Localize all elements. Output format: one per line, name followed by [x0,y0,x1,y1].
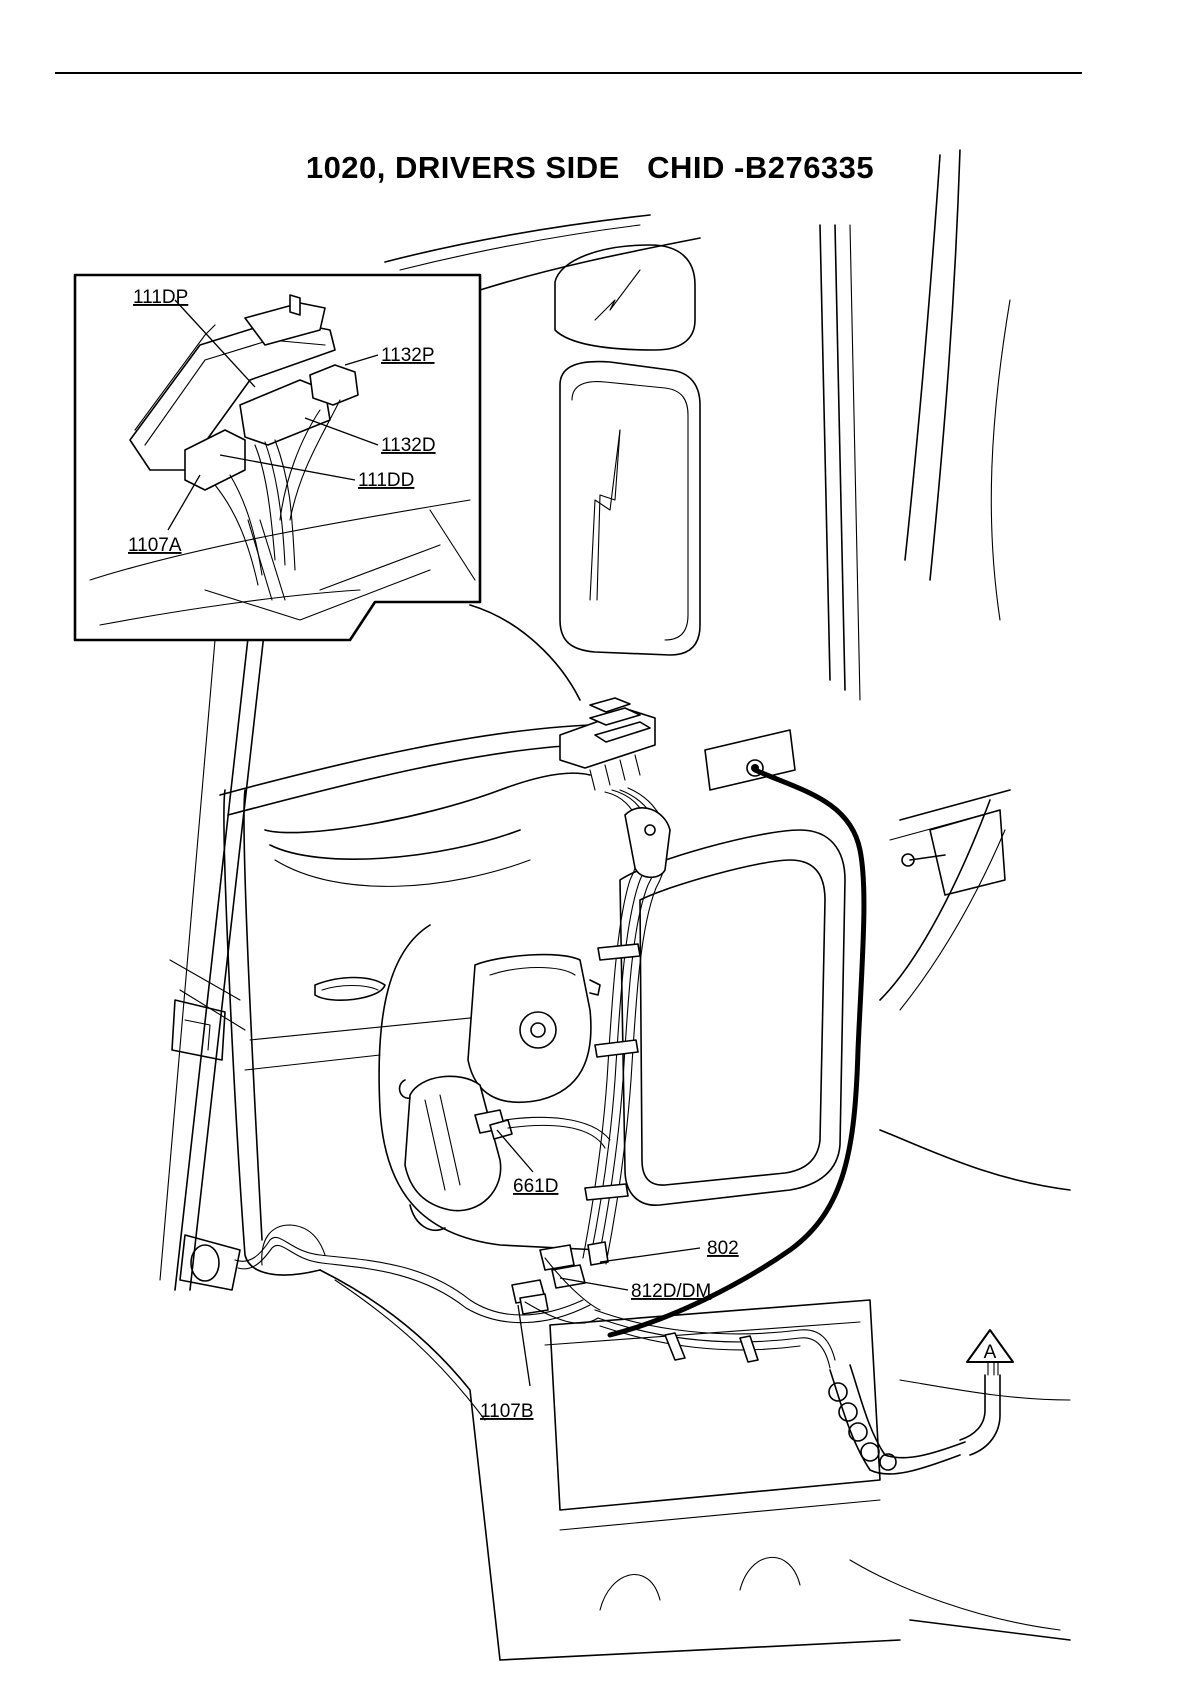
inset-leader [470,605,580,700]
label-111dd: 111DD [358,470,414,491]
reference-marker-a: A [967,1330,1013,1363]
side-mirror [555,245,700,655]
label-111dp: 111DP [133,287,188,308]
label-802: 802 [707,1238,739,1259]
label-1107a: 1107A [128,535,182,556]
label-812d-dm: 812D/DM [631,1281,711,1302]
door-wiring-harness [235,788,1000,1474]
label-661d: 661D [513,1176,558,1197]
label-1107b: 1107B [480,1401,534,1422]
switch-detail-inset: 111DP 1132P 1132D 111DD 1107A [75,275,480,640]
component-labels: 661D 802 812D/DM 1107B [480,1130,739,1422]
label-1132d: 1132D [381,435,436,456]
window-regulator-motor [400,955,600,1231]
label-1132p: 1132P [381,345,435,366]
marker-letter: A [984,1342,997,1363]
window-switch-pack [560,698,655,790]
